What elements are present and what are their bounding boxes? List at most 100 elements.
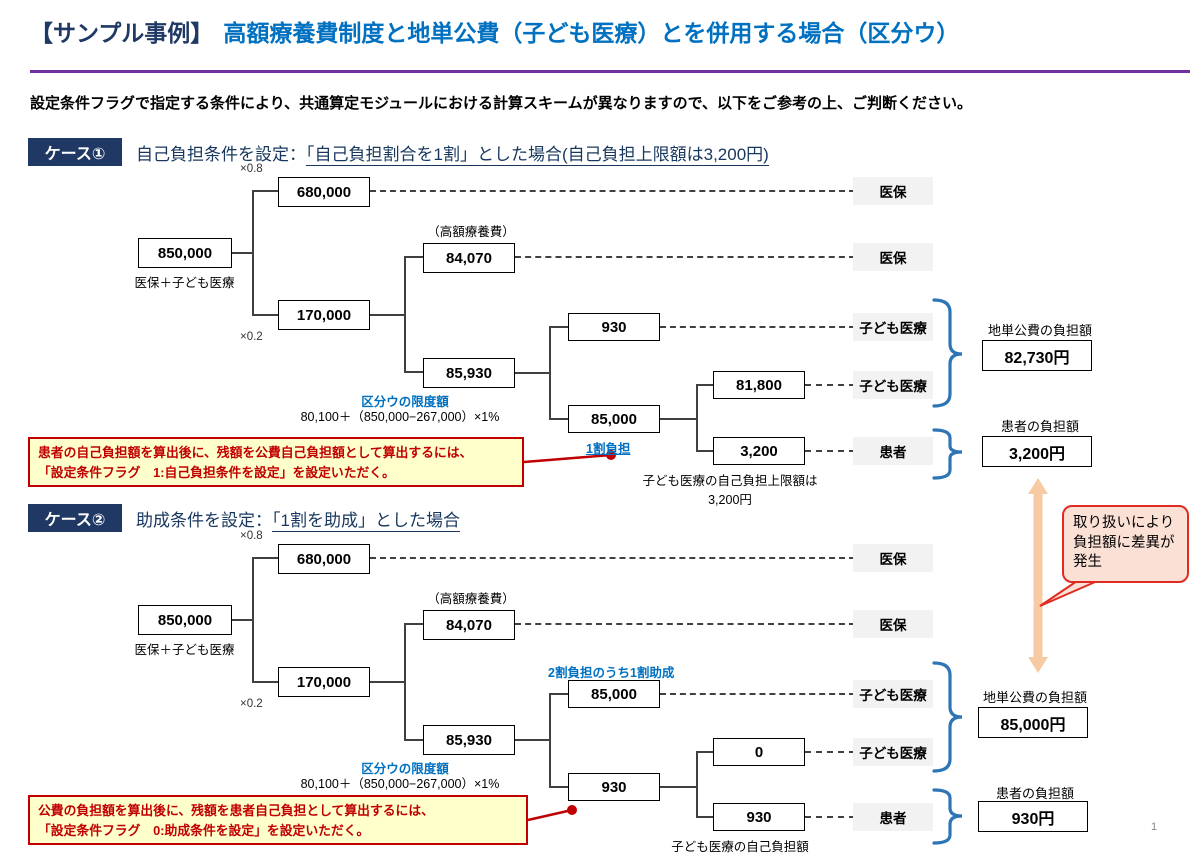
case2-subsidy-note: 2割負担のうち1割助成 bbox=[548, 666, 675, 680]
case2-node-85000: 85,000 bbox=[568, 680, 660, 708]
case2-multiplier-top: ×0.8 bbox=[240, 530, 263, 542]
title-main: 高額療養費制度と地単公費（子ども医療）とを併用する場合（区分ウ） bbox=[223, 20, 960, 46]
brace-case1-patient bbox=[932, 428, 963, 480]
difference-arrow-head-down bbox=[1028, 657, 1048, 673]
case1-payer-patient: 患者 bbox=[853, 437, 933, 465]
case1-patient-result-label: 患者の負担額 bbox=[1000, 419, 1079, 434]
case1-kogaku-note: （高額療養費） bbox=[427, 225, 515, 239]
page-number: 1 bbox=[1151, 821, 1158, 833]
case2-node-total: 850,000 bbox=[138, 605, 232, 635]
case1-share-note: 1割負担 bbox=[586, 442, 631, 456]
connector bbox=[230, 619, 254, 621]
case2-heading-prefix: 助成条件を設定： bbox=[136, 511, 272, 530]
connector bbox=[252, 681, 278, 683]
case2-payer-iho-2: 医保 bbox=[853, 610, 933, 638]
case1-payer-kodomo-2: 子ども医療 bbox=[853, 371, 933, 399]
case2-limit-title: 区分ウの限度額 bbox=[361, 762, 449, 776]
connector bbox=[549, 693, 568, 695]
connector bbox=[549, 326, 551, 420]
difference-bubble: 取り扱いにより負担額に差異が発生 bbox=[1062, 505, 1189, 583]
page-title: 【サンプル事例】 高額療養費制度と地単公費（子ども医療）とを併用する場合（区分ウ… bbox=[30, 14, 959, 48]
connector bbox=[549, 786, 568, 788]
case1-public-result-label: 地単公費の負担額 bbox=[987, 323, 1092, 338]
case2-payer-kodomo-1: 子ども医療 bbox=[853, 680, 933, 708]
connector bbox=[404, 624, 406, 741]
connector bbox=[549, 418, 568, 420]
connector bbox=[515, 372, 551, 374]
connector bbox=[515, 739, 551, 741]
connector bbox=[252, 558, 254, 683]
case2-node-0: 0 bbox=[713, 738, 805, 766]
connector bbox=[252, 191, 254, 316]
case2-callout-line1: 公費の負担額を算出後に、残額を患者自己負担として算出するには、 bbox=[38, 803, 434, 818]
bubble-tail bbox=[1039, 578, 1103, 607]
case1-node-85000: 85,000 bbox=[568, 405, 660, 433]
case2-payer-iho-1: 医保 bbox=[853, 544, 933, 572]
callout2-connector-line bbox=[527, 808, 573, 822]
case2-node-930-mid: 930 bbox=[568, 773, 660, 801]
case2-multiplier-bottom: ×0.2 bbox=[240, 698, 263, 710]
connector bbox=[549, 693, 551, 788]
connector bbox=[404, 739, 423, 741]
case1-node-85930: 85,930 bbox=[423, 358, 515, 388]
case1-limit-title: 区分ウの限度額 bbox=[361, 395, 449, 409]
case2-root-label: 医保＋子ども医療 bbox=[134, 643, 235, 657]
case1-cap-note-line1: 子ども医療の自己負担上限額は bbox=[642, 474, 818, 488]
title-prefix: 【サンプル事例】 bbox=[30, 20, 214, 46]
case2-kogaku-note: （高額療養費） bbox=[427, 592, 515, 606]
case1-payer-iho-2: 医保 bbox=[853, 243, 933, 271]
case2-callout: 公費の負担額を算出後に、残額を患者自己負担として算出するには、 「設定条件フラグ… bbox=[28, 795, 528, 845]
case2-payer-patient: 患者 bbox=[853, 803, 933, 831]
connector bbox=[230, 252, 254, 254]
case2-node-84070: 84,070 bbox=[423, 610, 515, 640]
connector bbox=[252, 557, 278, 559]
dashed-connector bbox=[805, 751, 855, 753]
case2-patient-result-value: 930円 bbox=[978, 801, 1088, 832]
callout2-anchor-dot bbox=[567, 805, 577, 815]
dashed-connector bbox=[515, 256, 855, 258]
connector bbox=[696, 384, 698, 452]
dashed-connector bbox=[805, 816, 855, 818]
case2-callout-line2: 「設定条件フラグ 0:助成条件を設定」を設定いただく。 bbox=[38, 822, 370, 838]
case1-node-170000: 170,000 bbox=[278, 300, 370, 330]
connector bbox=[404, 257, 406, 373]
brace-case1-public bbox=[932, 298, 963, 408]
dashed-connector bbox=[805, 450, 855, 452]
connector bbox=[252, 190, 278, 192]
case1-heading-underlined: 「自己負担割合を1割」とした場合(自己負担上限額は3,200円) bbox=[306, 145, 769, 166]
case1-patient-result-value: 3,200円 bbox=[982, 436, 1092, 467]
connector bbox=[404, 623, 423, 625]
case2-heading: 助成条件を設定：「1割を助成」とした場合 bbox=[136, 506, 460, 532]
case2-node-930: 930 bbox=[713, 803, 805, 831]
dashed-connector bbox=[370, 557, 855, 559]
dashed-connector bbox=[660, 326, 855, 328]
case1-node-930: 930 bbox=[568, 313, 660, 341]
connector bbox=[696, 751, 698, 818]
subtitle-text: 設定条件フラグで指定する条件により、共通算定モジュールにおける計算スキームが異な… bbox=[30, 95, 973, 112]
case1-multiplier-top: ×0.8 bbox=[240, 163, 263, 175]
dashed-connector bbox=[805, 384, 855, 386]
case2-patient-result-label: 患者の負担額 bbox=[995, 786, 1074, 801]
case2-badge: ケース② bbox=[28, 504, 122, 532]
case1-node-total: 850,000 bbox=[138, 238, 232, 268]
connector bbox=[660, 786, 696, 788]
case1-cap-note-line2: 3,200円 bbox=[708, 493, 752, 507]
case1-heading-prefix: 自己負担条件を設定： bbox=[136, 145, 306, 164]
case2-public-result-value: 85,000円 bbox=[978, 707, 1088, 738]
case1-node-84070: 84,070 bbox=[423, 243, 515, 273]
case2-node-85930: 85,930 bbox=[423, 725, 515, 755]
dashed-connector bbox=[515, 623, 855, 625]
connector bbox=[549, 326, 568, 328]
case1-node-81800: 81,800 bbox=[713, 371, 805, 399]
case1-payer-kodomo-1: 子ども医療 bbox=[853, 313, 933, 341]
case1-heading: 自己負担条件を設定：「自己負担割合を1割」とした場合(自己負担上限額は3,200… bbox=[136, 140, 769, 166]
connector bbox=[696, 751, 713, 753]
connector bbox=[404, 371, 423, 373]
case2-limit-formula: 80,100＋（850,000−267,000）×1% bbox=[300, 777, 500, 791]
case1-callout-line1: 患者の自己負担額を算出後に、残額を公費自己負担額として算出するには、 bbox=[38, 445, 473, 460]
case2-payer-kodomo-2: 子ども医療 bbox=[853, 738, 933, 766]
case1-callout-line2: 「設定条件フラグ 1:自己負担条件を設定」を設定いただく。 bbox=[38, 464, 395, 480]
brace-case2-patient bbox=[932, 788, 963, 845]
title-divider bbox=[30, 70, 1190, 73]
